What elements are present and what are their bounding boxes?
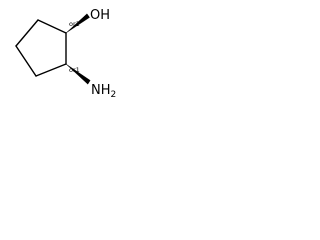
- molecule-structure: OH NH2 or1 or1: [15, 8, 116, 100]
- ring-bond-c3-c2: [35, 63, 67, 77]
- amine-label: NH2: [91, 83, 116, 100]
- amine-subscript: 2: [111, 90, 117, 100]
- stereo-label-c1: or1: [69, 20, 80, 28]
- hydroxyl-label: OH: [90, 8, 110, 23]
- ring-bond-c1-c5: [37, 19, 67, 34]
- stereo-label-c2: or1: [69, 66, 80, 74]
- ring-bond-c4-c3: [15, 45, 37, 77]
- wedge-bond-c2-nh2: [65, 63, 91, 85]
- ring-bond-c5-c4: [15, 19, 39, 47]
- wedge-bond-c1-oh: [65, 13, 90, 34]
